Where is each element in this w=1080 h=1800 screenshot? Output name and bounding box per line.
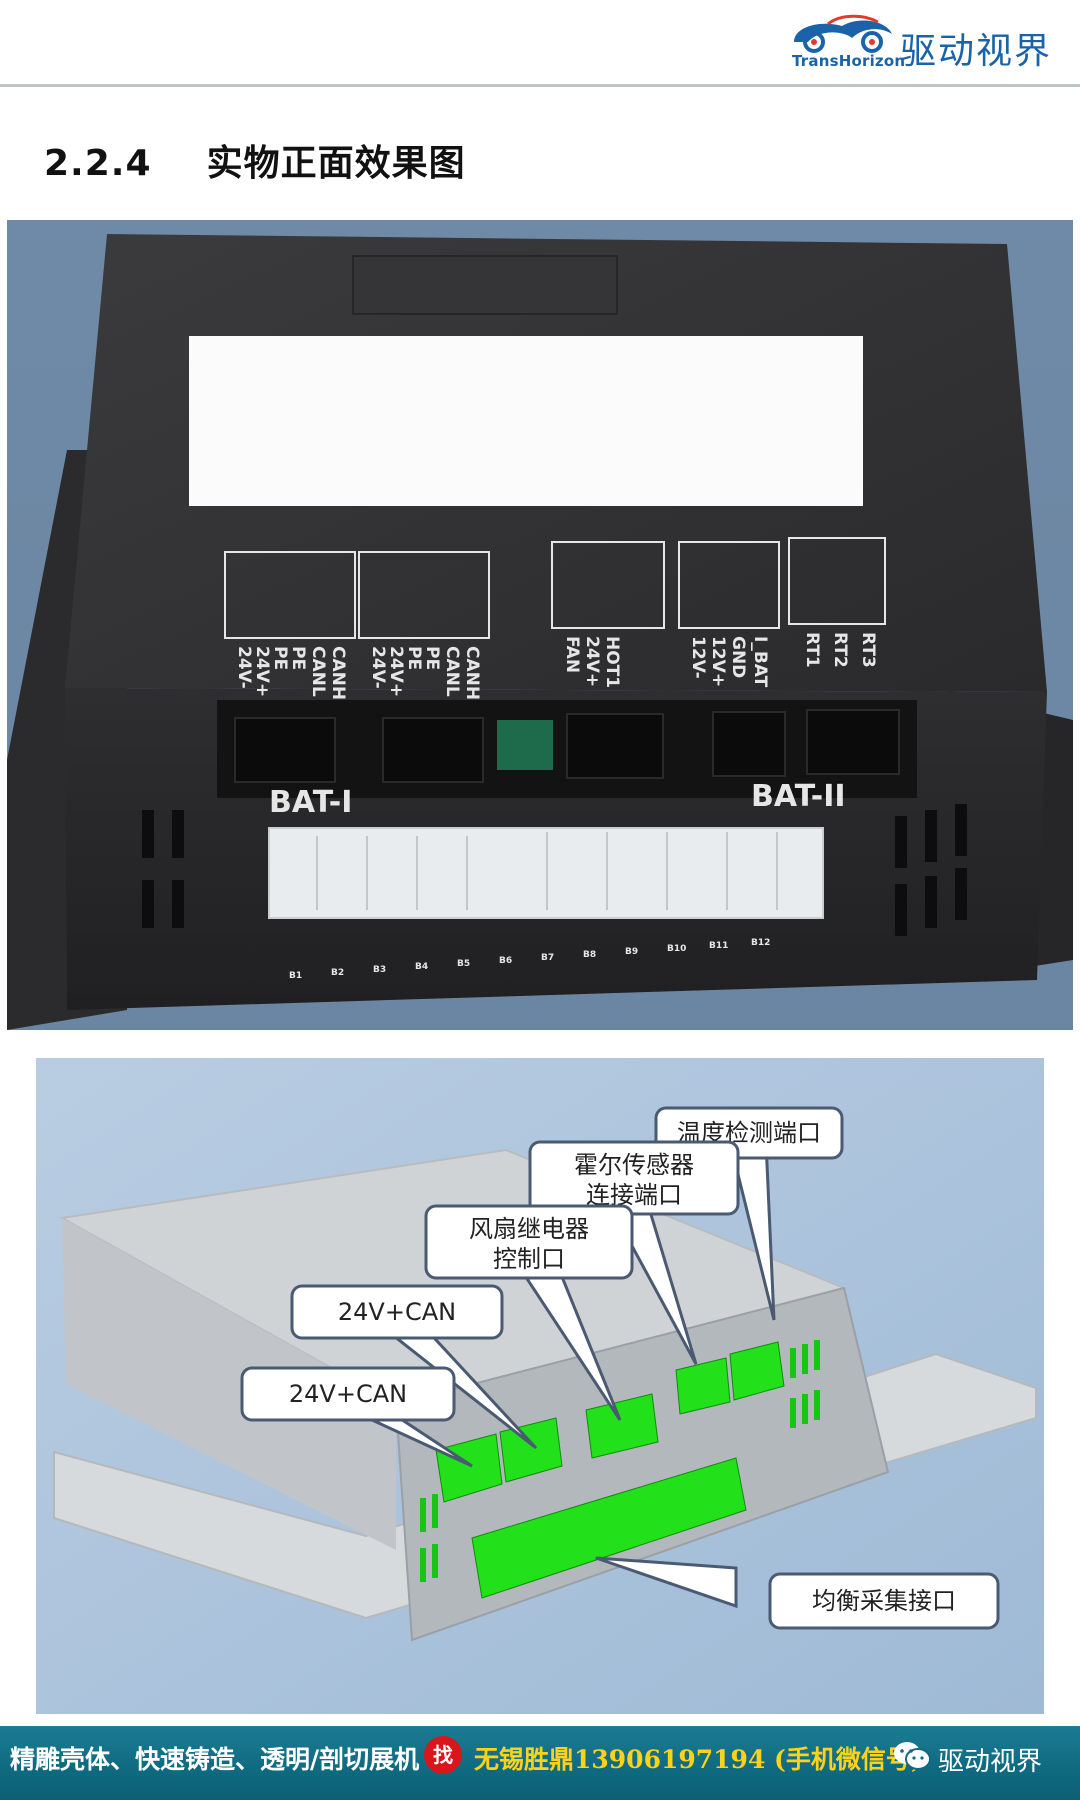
silkscreen-label: RT1 [802,632,822,668]
device-3d-render: 温度检测端口 霍尔传感器 连接端口 风扇继电器 控制口 24V+CAN 24V+… [36,1058,1044,1714]
section-number: 2.2.4 [44,143,152,184]
callout-hall: 霍尔传感器 连接端口 [528,1140,740,1365]
footer-brand: 驱动视界 [938,1747,1043,1777]
cell-label: B5 [457,959,470,969]
green-connectors [435,1341,785,1599]
cell-label: B6 [499,956,512,966]
cell-label: B7 [541,953,554,963]
footer-services-text: 精雕壳体、快速铸造、透明/剖切展机 [10,1745,420,1774]
silkscreen-label: FAN [562,636,582,673]
silkscreen-label: PE [404,646,424,670]
silkscreen-label: I_BAT [750,636,770,688]
callout-fan-line1: 风扇继电器 [469,1215,589,1243]
silkscreen-label: CANL [442,646,462,697]
cell-label: B8 [583,950,596,960]
silkscreen-label: CANH [328,646,348,700]
silkscreen-label: 12V+ [708,636,728,687]
bat-ii-label: BAT-II [751,779,846,814]
silkscreen-label: GND [728,636,748,678]
silkscreen-label: 24V- [368,646,388,689]
silkscreen-label: CANH [462,646,482,700]
cell-label: B11 [709,941,728,951]
silkscreen-label: PE [422,646,442,670]
black-connectors [234,709,900,783]
cell-label: B4 [415,962,428,972]
silkscreen-label: CANL [308,646,328,697]
callout-balance-text: 均衡采集接口 [812,1587,956,1615]
silkscreen-label: HOT1 [602,636,622,688]
callout-hall-line1: 霍尔传感器 [574,1151,694,1179]
footer-contact-text: 无锡胜鼎13906197194 (手机微信号) [474,1745,923,1774]
silkscreen-label: PE [270,646,290,670]
footer-banner [0,1726,1080,1800]
cell-label: B12 [751,938,770,948]
logo-english: TransHorizon [792,52,906,70]
callout-fan: 风扇继电器 控制口 [424,1204,634,1421]
silkscreen-label: RT2 [830,632,850,668]
cell-label: B10 [667,944,686,954]
header-divider [0,84,1080,87]
white-connector-pins [316,832,778,910]
bat-i-label: BAT-I [269,785,352,820]
silkscreen-outlines [224,537,886,639]
callout-balance: 均衡采集接口 [595,1556,1000,1630]
silkscreen-label: RT3 [858,632,878,668]
silkscreen-label: 24V- [234,646,254,689]
callout-fan-line2: 控制口 [493,1245,565,1273]
silkscreen-label: PE [288,646,308,670]
silkscreen-label: 24V+ [252,646,272,697]
section-heading: 实物正面效果图 [206,143,466,184]
brand-plate [352,255,618,315]
logo-chinese: 驱动视界 [900,31,1053,72]
vent-slots [142,804,967,936]
footer-find-badge: 找 [424,1736,462,1774]
callout-hall-line2: 连接端口 [586,1181,682,1209]
silkscreen-label: 24V+ [582,636,602,687]
silkscreen-label: 24V+ [386,646,406,697]
cell-label: B3 [373,965,386,975]
cell-label: B2 [331,968,344,978]
render-left-side [62,1218,396,1550]
section-title: 2.2.4 实物正面效果图 [44,134,466,186]
callout-can-lower-text: 24V+CAN [289,1380,407,1408]
cell-label-row: B1 B2 B3 B4 B5 B6 B7 B8 B9 B10 B11 B12 [289,938,770,981]
wechat-icon [894,1742,931,1770]
callout-can-upper-text: 24V+CAN [338,1298,456,1326]
green-vents [420,1340,820,1582]
silkscreen-label: 12V- [688,636,708,679]
cell-label: B9 [625,947,638,957]
pcb-visible [497,720,553,770]
transhorizon-logo-icon [794,14,892,53]
display-window [189,336,863,506]
callout-can-lower: 24V+CAN [240,1366,473,1468]
cell-label: B1 [289,971,302,981]
